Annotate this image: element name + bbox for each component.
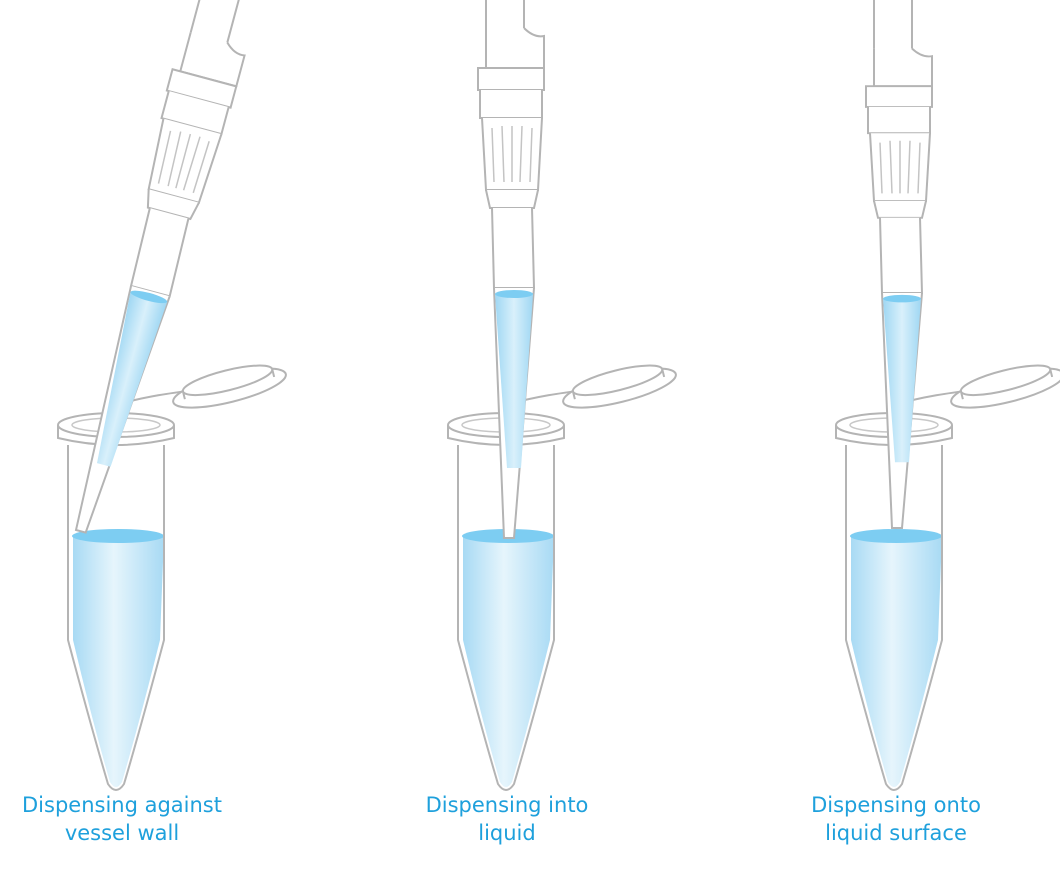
panel-into-liquid (448, 0, 679, 790)
panel-onto-surface (836, 0, 1060, 790)
caption-line2: vessel wall (0, 819, 272, 847)
tube-illustration-3 (836, 357, 1060, 790)
pipette-illustration-3 (866, 0, 932, 528)
pipette-illustration-1 (51, 0, 265, 540)
caption-into-liquid: Dispensing into liquid (357, 791, 657, 847)
caption-line2: liquid surface (746, 819, 1046, 847)
caption-line1: Dispensing onto (746, 791, 1046, 819)
caption-line1: Dispensing into (357, 791, 657, 819)
caption-against-wall: Dispensing against vessel wall (0, 791, 272, 847)
tube-illustration-2 (448, 357, 679, 790)
tube-illustration-1 (58, 357, 289, 790)
panel-against-wall (51, 0, 289, 790)
caption-line1: Dispensing against (0, 791, 272, 819)
caption-onto-surface: Dispensing onto liquid surface (746, 791, 1046, 847)
caption-line2: liquid (357, 819, 657, 847)
pipette-illustration-2 (478, 0, 544, 538)
